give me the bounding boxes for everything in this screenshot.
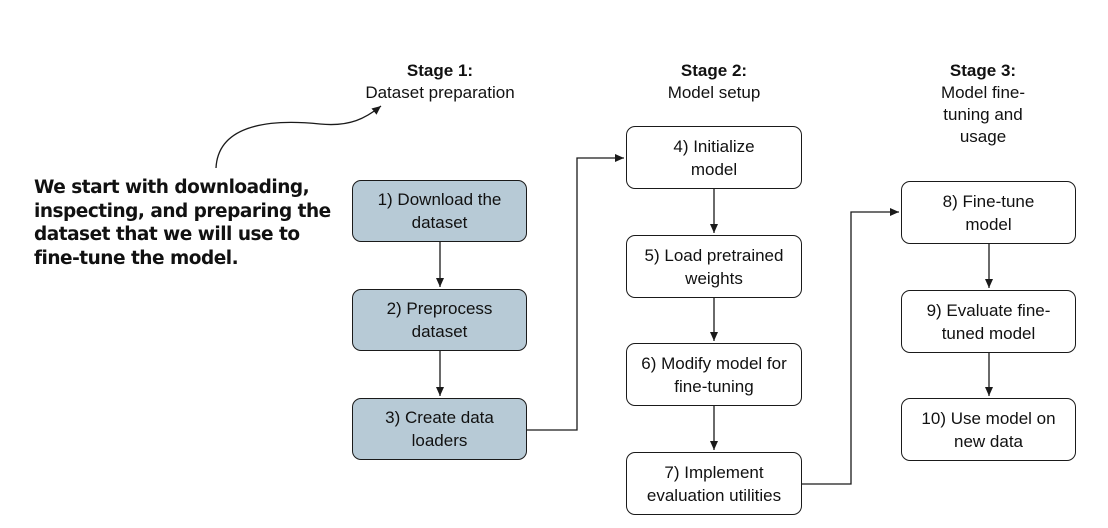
step-10-label: 10) Use model on new data	[921, 408, 1056, 451]
stage-1-description: Dataset preparation	[365, 83, 515, 102]
stage-2-header: Stage 2: Model setup	[604, 60, 824, 104]
step-3-box: 3) Create data loaders	[352, 398, 527, 460]
step-5-box: 5) Load pretrained weights	[626, 235, 802, 298]
step-2-label: 2) Preprocess dataset	[386, 299, 493, 341]
arrow-3-to-4	[527, 154, 624, 431]
step-9-box: 9) Evaluate fine-tuned model	[901, 290, 1076, 353]
stage-3-header: Stage 3: Model fine-tuning and usage	[873, 60, 1093, 148]
step-7-box: 7) Implement evaluation utilities	[626, 452, 802, 515]
step-4-label: 4) Initialize model	[673, 136, 755, 179]
step-5-label: 5) Load pretrained weights	[644, 245, 784, 288]
step-6-label: 6) Modify model for fine-tuning	[641, 353, 787, 396]
arrow-7-to-8	[802, 208, 899, 485]
step-8-box: 8) Fine-tune model	[901, 181, 1076, 244]
stage-1-number: Stage 1:	[406, 61, 474, 80]
stage-2-description: Model setup	[667, 83, 761, 102]
stage-3-number: Stage 3:	[949, 61, 1017, 80]
stage-2-number: Stage 2:	[680, 61, 748, 80]
step-4-box: 4) Initialize model	[626, 126, 802, 189]
step-8-label: 8) Fine-tune model	[942, 191, 1035, 234]
step-7-label: 7) Implement evaluation utilities	[646, 462, 782, 505]
step-10-box: 10) Use model on new data	[901, 398, 1076, 461]
step-3-label: 3) Create data loaders	[385, 408, 494, 450]
step-2-box: 2) Preprocess dataset	[352, 289, 527, 351]
step-1-label: 1) Download the dataset	[377, 190, 502, 232]
stage-1-header: Stage 1: Dataset preparation	[330, 60, 550, 104]
annotation-text: We start with downloading, inspecting, a…	[34, 177, 331, 269]
annotation-arrow	[215, 105, 382, 169]
step-6-box: 6) Modify model for fine-tuning	[626, 343, 802, 406]
step-9-label: 9) Evaluate fine-tuned model	[926, 300, 1051, 343]
step-1-box: 1) Download the dataset	[352, 180, 527, 242]
stage-3-description: Model fine-tuning and usage	[940, 83, 1026, 146]
